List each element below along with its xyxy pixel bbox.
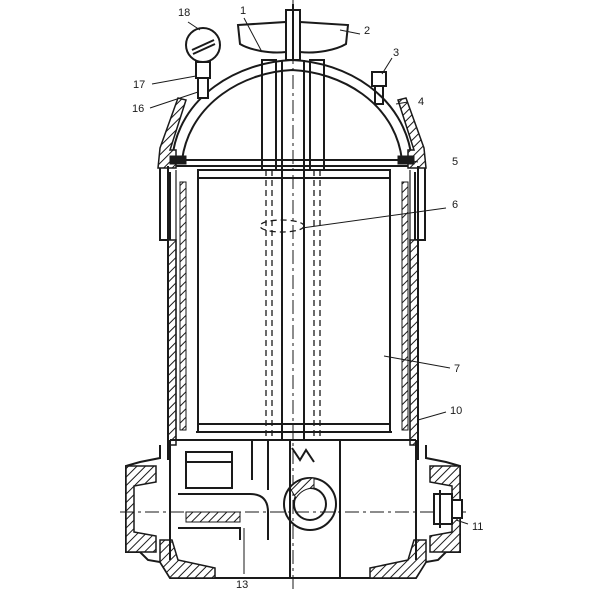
filter-cartridge: [196, 169, 392, 433]
callout-6: 6: [452, 199, 458, 211]
callout-3: 3: [393, 47, 399, 59]
callout-17: 17: [133, 79, 145, 91]
drain-plug: [433, 490, 463, 528]
callout-5: 5: [452, 156, 458, 168]
callout-10: 10: [450, 405, 462, 417]
central-tube: [259, 0, 325, 590]
inner-pipe: [178, 440, 269, 540]
pressure-gauge: [185, 27, 221, 99]
callout-16: 16: [132, 103, 144, 115]
tank-body: [167, 166, 419, 460]
callout-1: 1: [240, 5, 246, 17]
callout-2: 2: [364, 25, 370, 37]
callout-18: 18: [178, 7, 190, 19]
callout-7: 7: [454, 363, 460, 375]
callout-labels: 1 2 3 4 5 6 7 10 11 13 16 17 18: [132, 5, 483, 591]
callout-4: 4: [418, 96, 424, 108]
callout-13: 13: [236, 579, 248, 591]
callout-11: 11: [472, 521, 483, 533]
leader-lines: [149, 17, 469, 574]
central-valve: [283, 440, 341, 578]
air-relief-valve: [371, 71, 387, 105]
base-housing: [120, 439, 470, 579]
